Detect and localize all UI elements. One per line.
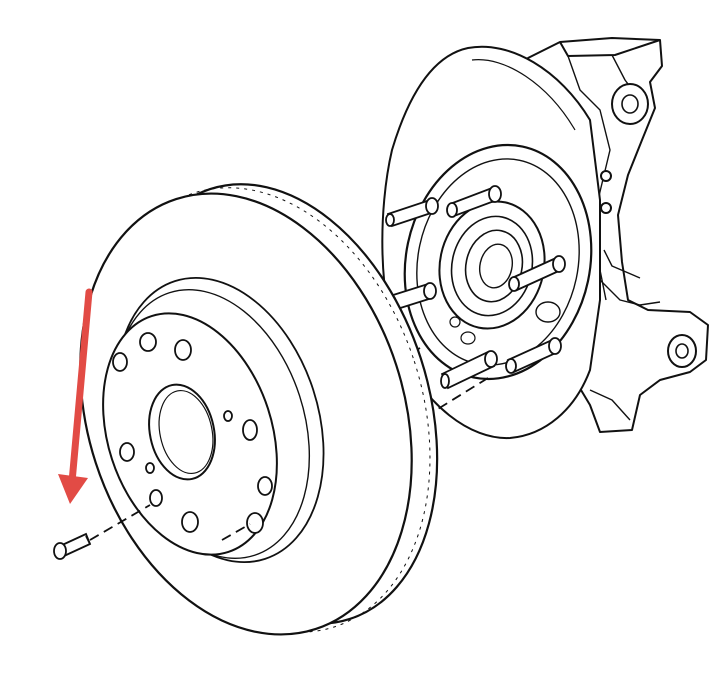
retaining-screw — [53, 532, 92, 560]
rotor-lug-holes — [112, 332, 273, 534]
wheel-stud — [508, 255, 566, 292]
brake-rotor — [79, 183, 439, 636]
arrow-down-icon — [58, 288, 93, 504]
wheel-studs — [385, 185, 566, 390]
wheel-stud — [505, 337, 562, 374]
wheel-stud — [385, 197, 439, 228]
wheel-stud — [446, 185, 502, 218]
wheel-stud — [440, 350, 498, 390]
alignment-line-screw — [89, 504, 251, 541]
